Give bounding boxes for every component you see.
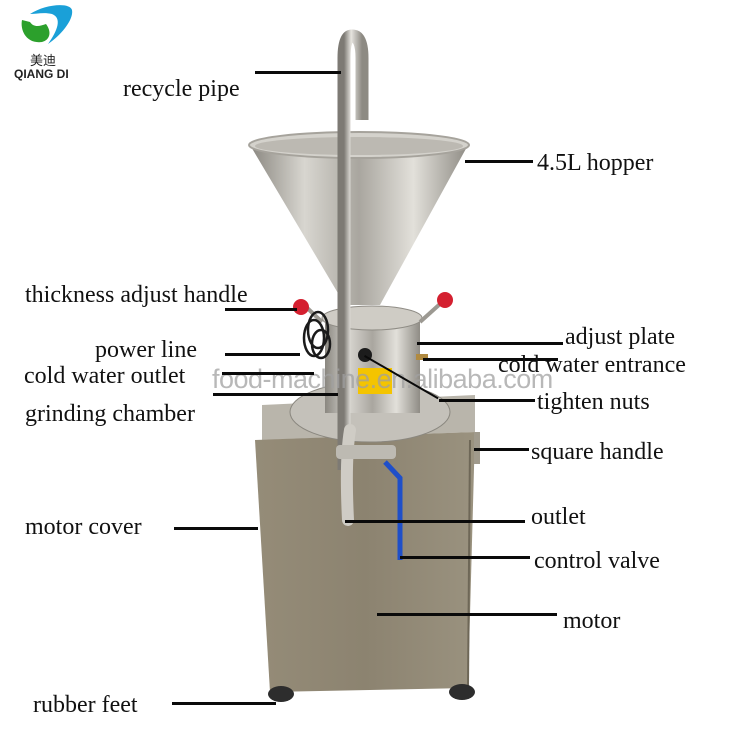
label-cold-water-outlet: cold water outlet xyxy=(24,363,186,389)
leader-line-power-line xyxy=(225,353,300,356)
leader-line-recycle-pipe xyxy=(255,71,341,74)
logo-mark-icon xyxy=(21,5,73,45)
logo-brand-name: QIANG DI xyxy=(14,67,69,81)
label-adjust-plate: adjust plate xyxy=(565,324,675,350)
leader-line-grinding-chamber xyxy=(213,393,338,396)
leader-line-hopper xyxy=(465,160,533,163)
leader-line-rubber-feet xyxy=(172,702,276,705)
label-motor: motor xyxy=(563,608,621,634)
leader-line-tighten-nuts xyxy=(439,399,535,402)
label-tighten-nuts: tighten nuts xyxy=(537,389,650,415)
leader-line-cold-water-entrance xyxy=(423,358,558,361)
leader-line-motor xyxy=(377,613,557,616)
label-square-handle: square handle xyxy=(531,439,664,465)
label-control-valve: control valve xyxy=(534,548,660,574)
leader-line-motor-cover xyxy=(174,527,258,530)
label-rubber-feet: rubber feet xyxy=(33,692,138,718)
leader-line-square-handle xyxy=(474,448,529,451)
leader-line-outlet xyxy=(345,520,525,523)
label-outlet: outlet xyxy=(531,504,586,530)
label-thickness-adjust-handle: thickness adjust handle xyxy=(25,282,248,308)
label-grinding-chamber: grinding chamber xyxy=(25,401,195,427)
leader-line-cold-water-outlet xyxy=(222,372,314,375)
label-cold-water-entrance: cold water entrance xyxy=(498,352,686,378)
watermark-text: food-machine.en.alibaba.com xyxy=(212,364,553,394)
leader-line-adjust-plate xyxy=(417,342,563,345)
label-recycle-pipe: recycle pipe xyxy=(123,76,240,102)
logo-chinese-name: 美迪 xyxy=(30,53,57,68)
leader-line-control-valve xyxy=(400,556,530,559)
label-hopper: 4.5L hopper xyxy=(537,150,654,176)
label-motor-cover: motor cover xyxy=(25,514,142,540)
leader-line-thickness-adjust-handle xyxy=(225,308,297,311)
label-power-line: power line xyxy=(95,337,197,363)
brand-logo: 美迪 QIANG DI xyxy=(0,0,120,90)
